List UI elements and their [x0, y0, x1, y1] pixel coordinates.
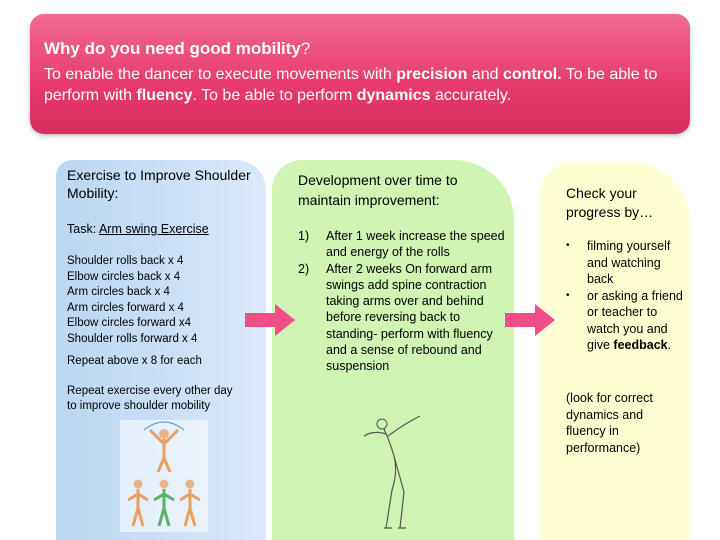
header-banner: Why do you need good mobility? To enable… — [30, 14, 690, 134]
answer-text: To enable the dancer to execute movement… — [44, 66, 658, 104]
progress-title: Check your progress by… — [566, 185, 654, 220]
arrow-right-icon — [505, 304, 555, 336]
progress-panel — [540, 162, 690, 540]
exercise-list: Shoulder rolls back x 4 Elbow circles ba… — [67, 254, 197, 347]
bullet-icon: • — [566, 240, 570, 251]
development-item: 2)After 2 weeks On forward arm swings ad… — [298, 261, 493, 374]
development-item: 1)After 1 week increase the speed and en… — [298, 229, 505, 260]
exercise-item: Arm circles forward x 4 — [67, 301, 184, 314]
exercise-item: Shoulder rolls forward x 4 — [67, 332, 198, 345]
development-title: Development over time to maintain improv… — [298, 172, 458, 208]
dancer-sketch-illustration — [363, 415, 421, 529]
arm-swing-illustration — [120, 420, 208, 532]
exercise-item: Elbow circles forward x4 — [67, 317, 191, 329]
exercise-task: Task: Arm swing Exercise — [67, 222, 209, 236]
progress-item: •or asking a friend or teacher to watch … — [566, 288, 683, 353]
development-panel — [272, 160, 514, 540]
task-name: Arm swing Exercise — [98, 222, 209, 236]
progress-note: (look for correct dynamics and fluency i… — [566, 391, 653, 455]
exercise-item: Shoulder rolls back x 4 — [67, 255, 184, 267]
repeat-schedule: Repeat exercise every other day to impro… — [67, 385, 233, 412]
development-list: 1)After 1 week increase the speed and en… — [298, 228, 508, 375]
progress-item: •filming yourself and watching back — [566, 239, 671, 286]
arrow-right-icon — [245, 304, 295, 336]
progress-list: •filming yourself and watching back •or … — [566, 238, 686, 354]
bullet-icon: • — [566, 289, 570, 301]
exercise-item: Elbow circles back x 4 — [67, 270, 181, 283]
question-heading: Why do you need good mobility? — [44, 39, 311, 58]
repeat-instruction: Repeat above x 8 for each — [67, 355, 202, 367]
exercise-title: Exercise to Improve Shoulder Mobility: — [67, 167, 251, 201]
exercise-item: Arm circles back x 4 — [67, 286, 170, 298]
